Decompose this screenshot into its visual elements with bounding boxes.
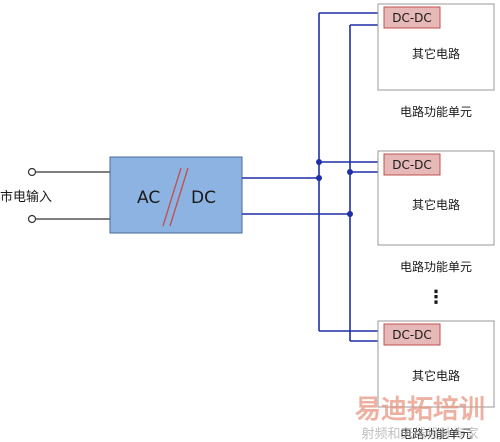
unit-caption: 电路功能单元: [400, 104, 472, 119]
converter-box: [109, 156, 243, 234]
junction-dot: [347, 211, 353, 217]
dcdc-label: DC-DC: [392, 328, 432, 342]
ellipsis: ⋮: [427, 287, 445, 308]
circuit-unit-1: DC-DC 其它电路 电路功能单元: [377, 3, 495, 119]
input-label: 市电输入: [0, 189, 52, 205]
converter-slash-1: [162, 167, 182, 227]
unit-body-label: 其它电路: [412, 46, 460, 61]
input-terminal-bottom: [27, 214, 37, 224]
ac-dc-converter: AC DC: [109, 156, 243, 234]
dcdc-label: DC-DC: [392, 11, 432, 25]
watermark-subtitle: 射频和天线设计专家: [361, 426, 478, 442]
junction-dot: [316, 159, 322, 165]
watermark: 易迪拓培训 射频和天线设计专家: [355, 395, 485, 442]
unit-body-label: 其它电路: [412, 197, 460, 212]
mains-input: 市电输入: [0, 167, 110, 224]
unit-caption: 电路功能单元: [400, 426, 472, 441]
dcdc-label: DC-DC: [392, 158, 432, 172]
junction-dot: [316, 175, 322, 181]
circuit-unit-3: DC-DC 其它电路 电路功能单元: [377, 320, 495, 441]
unit-body-label: 其它电路: [412, 368, 460, 383]
output-bus: [242, 12, 384, 342]
bus-junctions: [316, 159, 353, 217]
watermark-title: 易迪拓培训: [355, 395, 485, 425]
dcdc-block: [383, 6, 441, 29]
converter-ac-label: AC: [137, 188, 160, 208]
unit-caption: 电路功能单元: [400, 259, 472, 274]
junction-dot: [347, 169, 353, 175]
input-terminal-top: [27, 167, 37, 177]
dcdc-block: [383, 323, 441, 346]
circuit-unit-2: DC-DC 其它电路 电路功能单元: [377, 150, 495, 274]
dcdc-block: [383, 153, 441, 176]
converter-slash-2: [169, 167, 189, 227]
converter-dc-label: DC: [191, 188, 216, 208]
